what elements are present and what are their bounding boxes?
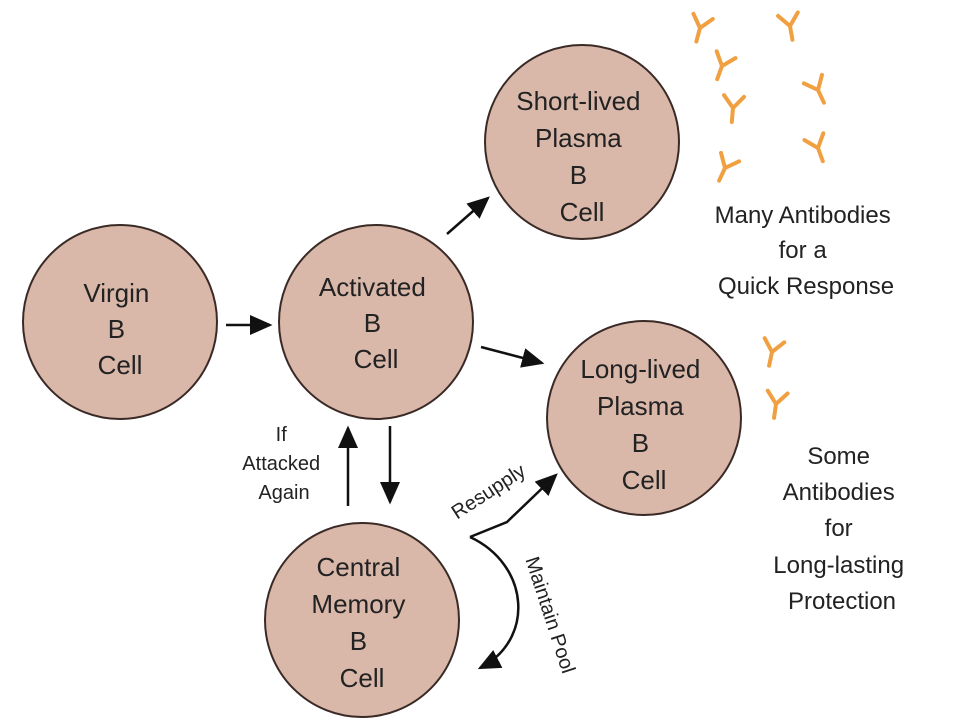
y-shaped-antibody-icon: [714, 49, 738, 82]
y-shaped-antibody-icon: [776, 10, 800, 42]
some-antibodies-line-3: for: [825, 515, 853, 542]
long-lived-cell-line-1: Long-lived: [580, 354, 700, 384]
svg-text:Short-lived Plasma: Short-lived Plasma B Cell: [516, 86, 648, 227]
y-shaped-antibody-icon: [801, 72, 826, 105]
many-antibodies-line-2: for a: [779, 237, 828, 264]
central-memory-cell-line-1: Central: [316, 552, 400, 582]
if-attacked-again-line-3: Again: [258, 482, 309, 504]
central-memory-cell-line-3: B: [350, 626, 367, 656]
svg-text:Activated B Cell: Activated B Cell: [319, 272, 433, 374]
some-antibodies-note: Some Antibodies for Long-lasting Protect…: [773, 443, 910, 615]
arrow-activated-to-short-lived: [446, 196, 490, 235]
some-antibodies-line-1: Some: [807, 443, 870, 470]
short-lived-cell-line-4: Cell: [560, 197, 605, 227]
long-lived-cell-line-4: Cell: [622, 465, 667, 495]
virgin-cell-line-3: Cell: [98, 350, 143, 380]
svg-text:Virgin B Cell: Virgin B Cell: [83, 278, 156, 380]
activated-cell-line-1: Activated: [319, 272, 426, 302]
y-shaped-antibody-icon: [762, 336, 787, 368]
svg-text:Central Memory B: Central Memory B Cell: [311, 552, 412, 693]
some-antibodies-line-2: Antibodies: [783, 479, 895, 506]
long-lived-cell-line-3: B: [632, 428, 649, 458]
some-antibodies-line-5: Protection: [788, 588, 896, 615]
svg-text:Long-lived Plasma: Long-lived Plasma B Cell: [580, 354, 707, 495]
short-lived-cell-line-3: B: [570, 160, 587, 190]
resupply-label: Resupply: [448, 460, 530, 524]
many-antibodies-line-3: Quick Response: [718, 273, 894, 300]
virgin-cell-line-2: B: [108, 314, 125, 344]
some-antibodies-line-4: Long-lasting: [773, 552, 904, 579]
if-attacked-again-line-2: Attacked: [242, 453, 320, 475]
short-lived-cell-line-1: Short-lived: [516, 86, 640, 116]
short-lived-plasma-b-cell: Short-lived Plasma B Cell: [484, 44, 680, 240]
central-memory-cell-line-4: Cell: [340, 663, 385, 693]
many-antibodies-line-1: Many Antibodies: [715, 202, 891, 229]
long-lived-plasma-b-cell: Long-lived Plasma B Cell: [546, 320, 742, 516]
activated-b-cell: Activated B Cell: [278, 224, 474, 420]
long-lived-cell-line-2: Plasma: [597, 391, 684, 421]
arrow-maintain-pool: [469, 535, 520, 670]
activated-cell-line-2: B: [364, 308, 381, 338]
y-shaped-antibody-icon: [802, 131, 826, 164]
virgin-cell-line-1: Virgin: [83, 278, 149, 308]
if-attacked-again-label: If Attacked Again: [242, 424, 325, 504]
arrow-activated-to-long-lived: [480, 345, 545, 368]
virgin-b-cell: Virgin B Cell: [22, 224, 218, 420]
many-antibodies-note: Many Antibodies for a Quick Response: [715, 202, 898, 300]
antibody-icons: [691, 10, 826, 420]
y-shaped-antibody-icon: [765, 388, 790, 420]
central-memory-b-cell: Central Memory B Cell: [264, 522, 460, 718]
arrow-resupply: [469, 473, 558, 539]
central-memory-cell-line-2: Memory: [311, 589, 405, 619]
y-shaped-antibody-icon: [691, 11, 715, 44]
y-shaped-antibody-icon: [717, 150, 742, 183]
if-attacked-again-line-1: If: [276, 424, 288, 446]
short-lived-cell-line-2: Plasma: [535, 123, 622, 153]
maintain-pool-label: Maintain Pool: [521, 554, 579, 676]
activated-cell-line-3: Cell: [354, 344, 399, 374]
y-shaped-antibody-icon: [722, 93, 747, 124]
